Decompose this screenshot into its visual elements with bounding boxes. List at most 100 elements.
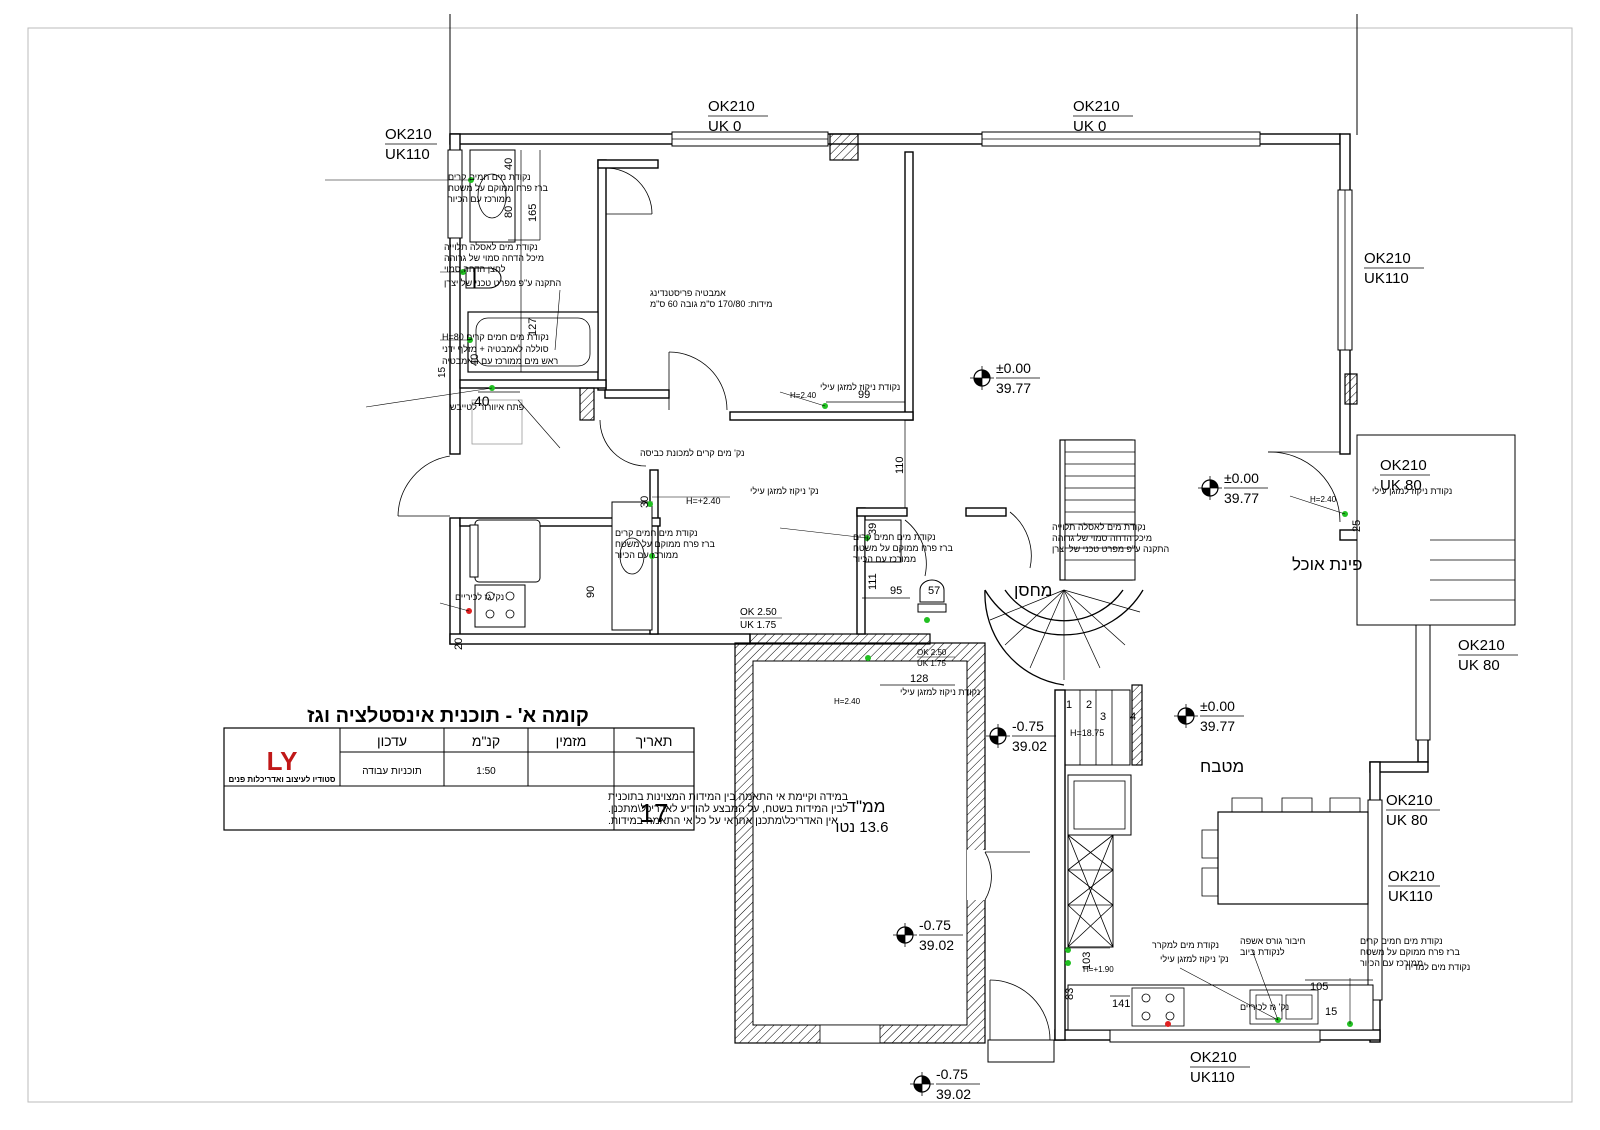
installation-notes: נקודת מים חמים קרים ברז פרח ממוקם על משט… xyxy=(442,172,1470,1012)
disclaimer-line-2: לבין המידות בשטח, על המבצע להודיע לאדריכ… xyxy=(608,803,848,815)
plan-text-notes-n16a: נק' ניקוז למזגן עילי xyxy=(1160,954,1229,964)
room-label-storage: מחסן xyxy=(1014,581,1052,600)
bath-fixtures xyxy=(465,149,947,631)
plan-text-dimensions-d83: 83 xyxy=(1064,988,1076,1000)
plan-text-openings-right-door-ok: OK210 xyxy=(1380,457,1427,474)
plan-text-notes-n14a: נקודת ניקוז למזגן עילי xyxy=(1372,486,1452,496)
plan-text-levels-living-rel: ±0.00 xyxy=(996,360,1031,376)
plan-text-notes-n15a: נקודת מים למקרר xyxy=(1152,940,1219,950)
disclaimer-line-1: במידה וקיימת אי התאמה בין המידות המצוינו… xyxy=(608,791,848,803)
plan-text-openings-small-window-a-ok: OK 2.50 xyxy=(740,607,777,618)
plan-text-dimensions-d90: 90 xyxy=(585,586,597,598)
level-marker-stair: -0.75 39.02 xyxy=(985,718,1056,754)
plan-text-dimensions-d95: 95 xyxy=(890,585,902,597)
plan-text-notes-n17a: חיבור גורס אשפה xyxy=(1240,936,1306,946)
plan-text-dimensions-stair4: 4 xyxy=(1130,711,1136,723)
plan-text-openings-right-window-kitchen-2-ok: OK210 xyxy=(1388,868,1435,885)
plan-text-openings-right-window-kitchen-1-uk: UK 80 xyxy=(1386,812,1428,829)
mamad-walls xyxy=(734,642,1030,1044)
plan-text-notes-n12c: התקנה ע"פ מפרט טכני של יצרן xyxy=(1052,544,1169,554)
title-block: קומה א' - תוכנית אינסטלציה וגז תאריך מזמ… xyxy=(223,705,848,831)
plan-text-openings-small-window-b-uk: UK 1.75 xyxy=(917,659,946,668)
plan-text-levels-mamad-rel: -0.75 xyxy=(919,917,951,933)
window-label-top-1: OK210 UK 0 xyxy=(708,98,768,135)
col-scale: קנ"מ xyxy=(472,733,500,749)
plan-text-notes-n3c: ראש מים ממורכז עם האמבטיה xyxy=(442,356,558,366)
window-label-kitchen-1: OK210 UK 80 xyxy=(1386,792,1440,829)
window-label-right-upper: OK210 UK110 xyxy=(1364,250,1424,287)
plan-text-dimensions-d80: 80 xyxy=(503,206,515,218)
kitchen-fixtures xyxy=(1067,434,1516,1031)
sheet-border xyxy=(27,27,1573,1103)
plan-text-notes-n5: נק' מים קרים למכונת כביסה xyxy=(640,448,745,458)
studio-logo: LY סטודיו לעיצוב ואדריכלות פנים xyxy=(229,746,336,784)
plan-text-notes-n11c: ממורכז עם הכיור xyxy=(853,554,916,564)
plan-text-dimensions-d110: 110 xyxy=(894,456,906,474)
plan-text-openings-top-window-1-uk: UK 0 xyxy=(708,118,741,135)
plan-text-dimensions-d103: 103 xyxy=(1081,952,1093,970)
level-marker-entry: -0.75 39.02 xyxy=(909,1066,980,1102)
plan-text-dimensions-d20: 20 xyxy=(453,638,465,650)
level-markers: ±0.00 39.77 ±0.00 39.77 ±0.00 39.77 -0.7… xyxy=(892,360,1268,1102)
plan-text-notes-n2b: מיכל הדחה סמוי של גרוהה xyxy=(444,253,544,263)
room-label-kitchen: מטבח xyxy=(1200,757,1244,776)
plan-text-notes-n4: פתח איוורור לטייבש xyxy=(450,402,524,412)
col-client: מזמין xyxy=(556,733,587,749)
plan-text-levels-living-abs: 39.77 xyxy=(996,380,1031,396)
window-label-bottom: OK210 UK110 xyxy=(1190,1049,1250,1086)
plan-text-openings-top-window-1-ok: OK210 xyxy=(708,98,755,115)
plan-text-notes-n12a: נקודת מים לאסלה תלוייה xyxy=(1052,522,1146,532)
door-label-right: OK210 UK 80 xyxy=(1380,457,1430,494)
plan-text-levels-stair-abs: 39.02 xyxy=(1012,738,1047,754)
plan-text-notes-n1a: נקודת מים חמים קרים xyxy=(448,172,531,182)
plan-text-notes-n2a: נקודת מים לאסלה תלוייה xyxy=(444,242,538,252)
plan-text-openings-right-door-uk: UK 80 xyxy=(1380,477,1422,494)
disclaimer-line-3: אין האדריכל\מתכנן אחראי על כל אי התאמה ב… xyxy=(608,815,838,827)
plan-text-dimensions-d39: 39 xyxy=(867,523,879,535)
plan-text-notes-n8a: נק' ניקוז למזגן עילי xyxy=(750,486,819,496)
plan-text-dimensions-d40b: 40 xyxy=(469,354,481,366)
plan-text-dimensions-d25: 25 xyxy=(1351,520,1363,532)
plan-text-dimensions-d30: 30 xyxy=(639,496,651,508)
plan-text-openings-right-window-mid-ok: OK210 xyxy=(1458,637,1505,654)
level-marker-kitchen: ±0.00 39.77 xyxy=(1173,698,1244,734)
window-label-small-b: OK 2.50 UK 1.75 xyxy=(917,648,955,668)
sheet-number: 17 xyxy=(640,798,669,828)
plan-text-levels-entry-abs: 39.02 xyxy=(936,1086,971,1102)
dimension-lines xyxy=(478,150,1373,997)
plan-text-notes-n3b: סוללה לאמבטיה + מזלף ידני xyxy=(442,344,549,354)
plan-text-dimensions-d40c: 40 xyxy=(474,393,490,409)
plan-text-levels-stair-rel: -0.75 xyxy=(1012,718,1044,734)
plan-text-dimensions-d15: 15 xyxy=(437,366,448,378)
plan-text-notes-n13a: נקודת ניקוז למזגן עילי xyxy=(900,687,980,697)
plan-text-notes-n1b: ברז פרח ממוקם על משטח xyxy=(448,183,548,193)
plan-text-notes-n18b: ברז פרח ממוקם על משטח xyxy=(1360,947,1460,957)
plan-text-openings-right-window-kitchen-1-ok: OK210 xyxy=(1386,792,1433,809)
plan-text-dimensions-d128: 128 xyxy=(910,673,928,685)
plan-text-notes-n11a: נקודת מים חמים קרים xyxy=(853,532,936,542)
plan-text-openings-right-window-mid-uk: UK 80 xyxy=(1458,657,1500,674)
window-label-small-a: OK 2.50 UK 1.75 xyxy=(740,607,782,631)
opening-labels: OK210 UK110 OK210 UK 0 OK210 UK 0 OK210 … xyxy=(385,98,1518,1086)
plan-text-dimensions-d40a: 40 xyxy=(503,158,515,170)
leader-lines xyxy=(325,179,1351,1024)
plan-text-notes-n18a: נקודת מים חמים קרים xyxy=(1360,936,1443,946)
window-label-right-mid: OK210 UK 80 xyxy=(1458,637,1518,674)
plan-text-levels-kitchen-abs: 39.77 xyxy=(1200,718,1235,734)
room-label-mamad: ממ"ד xyxy=(847,797,886,816)
drawing-title: קומה א' - תוכנית אינסטלציה וגז xyxy=(307,705,589,727)
plan-text-dimensions-d105: 105 xyxy=(1310,981,1328,993)
plan-text-notes-n20: נק' גז לכיריים xyxy=(1240,1002,1289,1012)
plan-text-notes-n17b: לנקודת ביוב xyxy=(1240,947,1285,957)
plan-text-levels-entry-rel: -0.75 xyxy=(936,1066,968,1082)
plan-text-dimensions-stair2: 2 xyxy=(1086,699,1092,711)
plan-text-openings-top-window-2-uk: UK 0 xyxy=(1073,118,1106,135)
plan-text-openings-top-window-2-ok: OK210 xyxy=(1073,98,1120,115)
plan-text-levels-kitchen-rel: ±0.00 xyxy=(1200,698,1235,714)
plan-text-notes-n9c: ממורכז עם הכיור xyxy=(615,550,678,560)
window-label-top-left: OK210 UK110 xyxy=(385,126,437,163)
plan-text-notes-n11b: ברז פרח ממוקם על משטח xyxy=(853,543,953,553)
plan-text-notes-n7b: H=2.40 xyxy=(790,391,817,400)
plan-text-title-block-logo-letters: LY xyxy=(267,746,298,776)
